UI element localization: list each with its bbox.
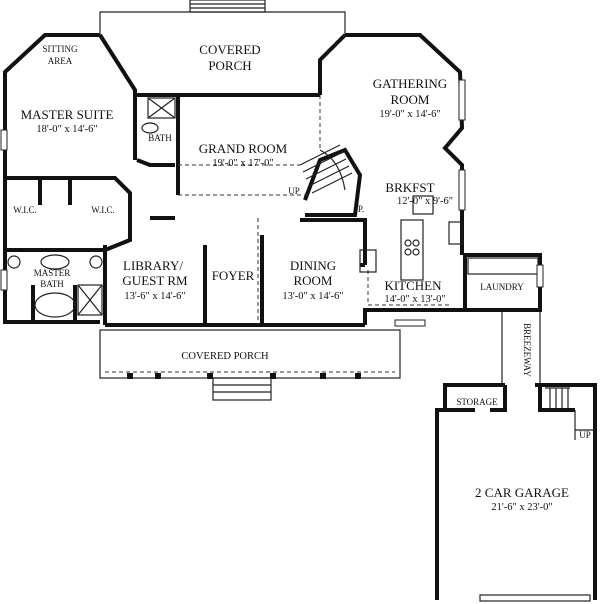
interior-walls [5,95,367,325]
main-stairs [299,144,353,194]
library-label-2: GUEST RM [122,273,188,288]
rear-porch-label-2: PORCH [208,58,251,73]
wic-left-label: W.I.C. [13,205,36,215]
sitting-area-label: SITTING [43,44,78,54]
master-suite-label: MASTER SUITE [21,107,114,122]
garage-dim: 21'-6" x 23'-0" [491,502,552,513]
kitchen-fixtures [359,195,539,281]
rear-porch-label: COVERED [199,42,260,57]
stairs-up-label: UP [288,186,300,196]
brkfst-label: BRKFST [385,180,434,195]
windows [0,79,544,327]
master-suite-dim: 18'-0" x 14'-6" [36,124,97,135]
breezeway [501,312,541,385]
foyer-label: FOYER [212,268,255,283]
rear-porch-steps [189,0,266,13]
gathering-room-dim: 19'-0" x 14'-6" [379,109,440,120]
garage [435,383,597,602]
exterior-walls [3,33,542,327]
gathering-room-label-2: ROOM [390,92,429,107]
garage-label: 2 CAR GARAGE [475,485,569,500]
sitting-area-label-2: AREA [48,56,73,66]
library-dim: 13'-6" x 14'-6" [124,291,185,302]
master-bath-label: MASTER [34,268,71,278]
kitchen-island [400,219,424,281]
bath-fixtures [7,97,176,318]
kitchen-dim: 14'-0" x 13'-0" [384,294,445,305]
grand-room-label: GRAND ROOM [199,141,288,156]
pantry-label: P. [358,204,364,214]
breezeway-label: BREEZEWAY [522,323,532,377]
dining-room-label: DINING [290,258,336,273]
dashed-lines [178,95,450,325]
rear-porch [99,0,346,35]
library-label: LIBRARY/ [123,258,183,273]
room-labels: SITTING AREA COVERED PORCH GATHERING ROO… [13,42,590,513]
master-bath-label-2: BATH [40,279,64,289]
gathering-room-label: GATHERING [373,76,447,91]
brkfst-dim: 12'-0" x 9'-6" [397,196,453,207]
front-steps [212,377,272,401]
grand-room-dim: 19'-0" x 17'-0" [212,158,273,169]
storage-label: STORAGE [456,397,498,407]
front-porch [99,329,401,401]
front-porch-label: COVERED PORCH [181,351,269,362]
pantry [412,195,434,215]
wic-right-label: W.I.C. [91,205,114,215]
dining-room-dim: 13'-0" x 14'-6" [282,291,343,302]
dining-room-label-2: ROOM [293,273,332,288]
laundry-label: LAUNDRY [480,282,524,292]
bath-label: BATH [148,133,172,143]
garage-stairs-up-label: UP [579,430,591,440]
kitchen-label: KITCHEN [384,278,442,293]
